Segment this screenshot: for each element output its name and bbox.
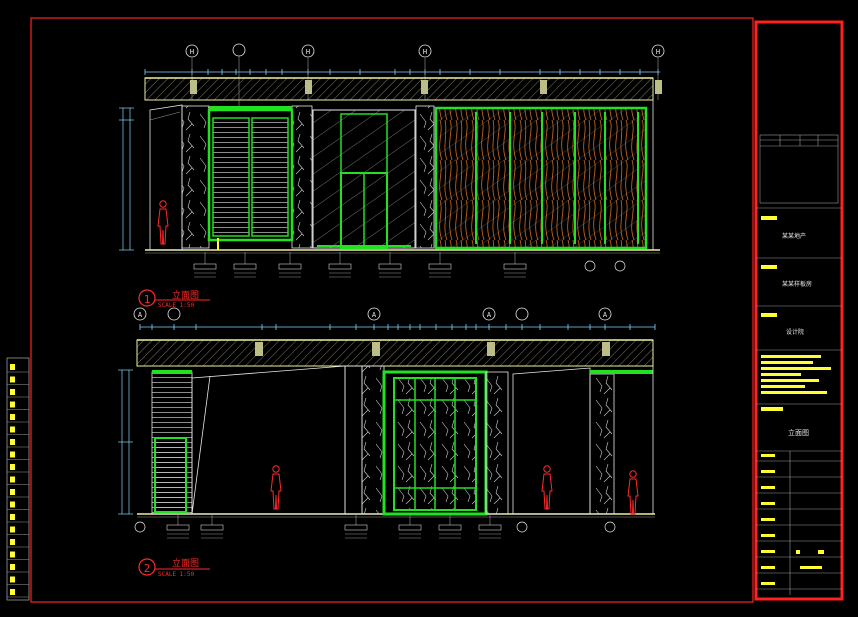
central-glazed-door (382, 370, 488, 516)
elevation-2-title: 2 立面图 SCALE 1:50 (138, 557, 210, 578)
legend-swatch (10, 526, 15, 533)
title-block-field (800, 566, 822, 569)
material-tag (233, 263, 257, 270)
legend-swatch (10, 539, 15, 545)
legend-swatch (10, 576, 15, 583)
title-block-field (761, 534, 775, 537)
title-block-field (761, 486, 775, 489)
curtain-wall (434, 106, 648, 250)
material-tag (503, 263, 527, 270)
elevation-title: 立面图 (172, 557, 199, 569)
double-door-1 (207, 106, 294, 250)
grid-marker-a1: A (133, 307, 147, 321)
glass-door-panel (312, 109, 416, 249)
elevation-1: H H H H (119, 43, 665, 309)
note-line (761, 373, 801, 376)
louver-door (151, 370, 193, 515)
legend-swatch (10, 501, 15, 508)
material-tag (378, 263, 402, 270)
legend-swatch (10, 401, 15, 408)
section-bubble (584, 260, 596, 272)
material-tag (478, 524, 502, 531)
legend-swatch (10, 589, 15, 595)
material-tag (344, 524, 368, 531)
title-block-field (818, 550, 824, 554)
legend-swatch (10, 489, 15, 495)
legend-swatch (10, 426, 15, 433)
grid-marker-a4: A (598, 307, 612, 321)
material-tag (398, 524, 422, 531)
elevation-scale: SCALE 1:50 (158, 302, 195, 309)
title-block-field (761, 502, 775, 505)
legend-swatch (10, 476, 15, 483)
grid-label: A (603, 311, 608, 319)
legend-swatch (10, 439, 15, 445)
grid-label: A (138, 311, 143, 319)
legend-swatch (10, 376, 15, 383)
grid-label: H (190, 48, 194, 56)
title-block-field (761, 566, 775, 569)
title-block-field (796, 550, 800, 554)
material-tag (328, 263, 352, 270)
elevation-scale: SCALE 1:50 (158, 571, 195, 578)
section-bubble (604, 521, 616, 533)
title-block-field (761, 550, 775, 553)
grid-label: A (372, 311, 377, 319)
project-name: 某某样板房 (782, 280, 812, 288)
drawing-name: 立面图 (788, 428, 809, 437)
designer-name: 设计院 (786, 328, 804, 336)
note-line (761, 391, 827, 394)
elevation-number: 1 (144, 293, 151, 306)
elevation-1-title: 1 立面图 SCALE 1:50 (138, 289, 210, 309)
legend-swatch (10, 564, 15, 570)
left-layer-legend (6, 357, 30, 601)
note-line (761, 379, 819, 382)
legend-swatch (10, 451, 15, 458)
section-bubble (134, 521, 146, 533)
material-tag (428, 263, 452, 270)
note-line (761, 361, 813, 364)
legend-swatch (10, 551, 15, 558)
elevation-title: 立面图 (172, 289, 199, 301)
grid-marker-a3: A (482, 307, 496, 321)
grid-marker-a2: A (367, 307, 381, 321)
note-line (761, 385, 805, 388)
drawing-frame (30, 17, 754, 603)
client-name: 某某地产 (782, 232, 806, 240)
title-block-field (761, 518, 775, 521)
note-line (761, 355, 821, 358)
legend-swatch (10, 389, 15, 395)
title-block-field (761, 454, 775, 457)
note-line (761, 367, 831, 370)
elevation-number: 2 (144, 562, 151, 575)
section-bubble (614, 260, 626, 272)
title-block-field (761, 582, 775, 585)
material-tag (438, 524, 462, 531)
legend-swatch (10, 514, 15, 520)
section-bubble (516, 521, 528, 533)
title-block: 某某地产 某某样板房 设计院 立面图 (754, 20, 844, 601)
elevation-2: A A A A (118, 307, 656, 578)
legend-swatch (10, 464, 15, 470)
grid-label: H (656, 48, 660, 56)
legend-swatch (10, 364, 15, 370)
legend-swatch (10, 414, 15, 420)
material-tag (166, 524, 190, 531)
material-tag (193, 263, 217, 270)
grid-label: H (423, 48, 427, 56)
material-tag (200, 524, 224, 531)
title-block-field (761, 470, 775, 473)
material-tag (278, 263, 302, 270)
grid-label: A (487, 311, 492, 319)
grid-label: H (306, 48, 310, 56)
